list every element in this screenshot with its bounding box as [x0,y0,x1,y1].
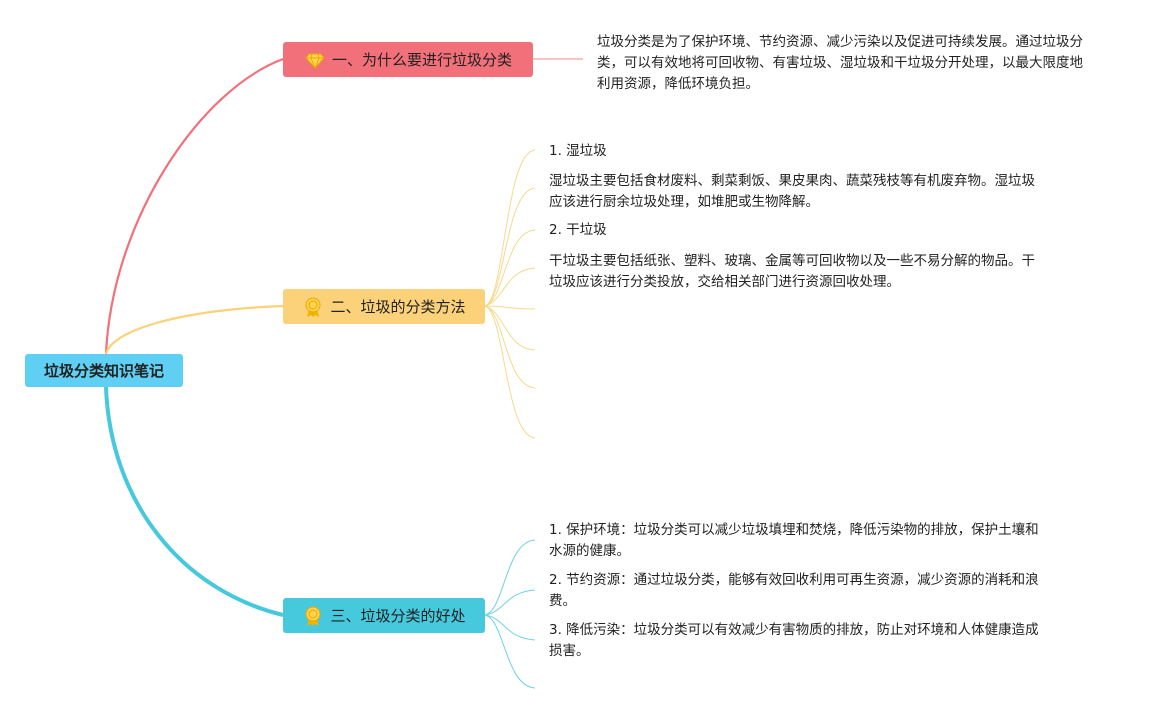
branch-label: 一、为什么要进行垃圾分类 [331,51,512,69]
note-benefit-2[interactable]: 2. 节约资源：通过垃圾分类，能够有效回收利用可再生资源，减少资源的消耗和浪费。 [549,570,1039,612]
connector-branch2-stub1 [484,305,536,310]
connector-branch2-note4 [484,267,536,307]
connector-root-branch1 [104,57,284,355]
diamond-icon [304,49,326,71]
note-text: 干垃圾主要包括纸张、塑料、玻璃、金属等可回收物以及一些不易分解的物品。干垃圾应该… [549,253,1035,290]
note-text: 1. 保护环境：垃圾分类可以减少垃圾填埋和焚烧，降低污染物的排放，保护土壤和水源… [549,522,1039,559]
branch-label: 二、垃圾的分类方法 [330,298,466,316]
note-wet-heading[interactable]: 1. 湿垃圾 [549,141,607,162]
note-text: 湿垃圾主要包括食材废料、剩菜剩饭、果皮果肉、蔬菜残枝等有机废弃物。湿垃圾应该进行… [549,173,1035,210]
note-text: 1. 湿垃圾 [549,143,607,159]
root-label: 垃圾分类知识笔记 [43,362,164,380]
connector-root-branch3 [104,386,284,617]
connector-branch3-note3 [484,614,536,641]
note-benefit-3[interactable]: 3. 降低污染：垃圾分类可以有效减少有害物质的排放，防止对环境和人体健康造成损害… [549,620,1039,662]
connector-branch2-stub2 [484,305,536,351]
award-ribbon-icon [302,296,324,318]
note-dry-desc[interactable]: 干垃圾主要包括纸张、塑料、玻璃、金属等可回收物以及一些不易分解的物品。干垃圾应该… [549,251,1039,293]
branch-node-benefits[interactable]: 三、垃圾分类的好处 [283,598,485,633]
connector-branch3-note2 [484,589,536,616]
connector-branch2-stub3 [484,305,536,389]
connector-branch2-note2 [484,187,536,307]
note-text: 2. 干垃圾 [549,222,607,238]
connector-branch2-note3 [484,229,536,307]
note-text: 3. 降低污染：垃圾分类可以有效减少有害物质的排放，防止对环境和人体健康造成损害… [549,622,1039,659]
note-wet-desc[interactable]: 湿垃圾主要包括食材废料、剩菜剩饭、果皮果肉、蔬菜残枝等有机废弃物。湿垃圾应该进行… [549,171,1039,213]
connector-branch2-stub4 [484,305,536,439]
connector-branch3-note1 [484,539,536,616]
connector-branch3-stub [484,614,536,689]
connector-root-branch2 [104,304,284,355]
note-dry-heading[interactable]: 2. 干垃圾 [549,220,607,241]
note-benefit-1[interactable]: 1. 保护环境：垃圾分类可以减少垃圾填埋和焚烧，降低污染物的排放，保护土壤和水源… [549,520,1039,562]
note-text: 垃圾分类是为了保护环境、节约资源、减少污染以及促进可持续发展。通过垃圾分类，可以… [597,34,1083,92]
branch-node-why[interactable]: 一、为什么要进行垃圾分类 [283,42,533,77]
connector-branch2-note1 [484,149,536,307]
award-ribbon-icon [302,605,324,627]
note-why[interactable]: 垃圾分类是为了保护环境、节约资源、减少污染以及促进可持续发展。通过垃圾分类，可以… [597,32,1092,95]
note-text: 2. 节约资源：通过垃圾分类，能够有效回收利用可再生资源，减少资源的消耗和浪费。 [549,572,1039,609]
root-node[interactable]: 垃圾分类知识笔记 [25,354,183,387]
branch-node-methods[interactable]: 二、垃圾的分类方法 [283,289,485,324]
branch-label: 三、垃圾分类的好处 [330,607,466,625]
